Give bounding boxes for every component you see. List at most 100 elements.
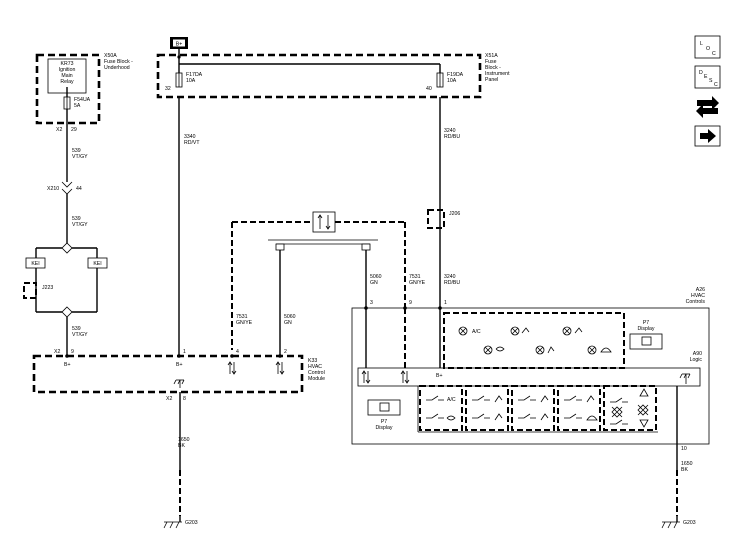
switch-ac-icon — [419, 385, 463, 431]
svg-text:B+: B+ — [436, 373, 443, 379]
svg-text:B+: B+ — [64, 362, 71, 368]
svg-text:1650: 1650 — [178, 437, 190, 443]
svg-text:B+: B+ — [176, 362, 183, 368]
svg-text:539: 539 — [72, 216, 81, 222]
svg-text:Ignition: Ignition — [59, 67, 76, 73]
fan-down-icon — [639, 419, 649, 428]
svg-text:BK: BK — [178, 443, 185, 449]
svg-text:X210: X210 — [47, 186, 59, 192]
svg-text:Underhood: Underhood — [104, 65, 130, 71]
connector-button[interactable] — [696, 96, 719, 118]
fan-up-icon — [639, 388, 649, 397]
svg-text:539: 539 — [72, 148, 81, 154]
svg-text:Fuse Block -: Fuse Block - — [104, 59, 133, 65]
svg-text:3: 3 — [370, 300, 373, 306]
svg-text:5060: 5060 — [284, 314, 296, 320]
loc-button[interactable]: L O C — [694, 35, 721, 59]
ground-g203-right-icon — [661, 516, 680, 529]
fan-icon — [611, 406, 623, 418]
svg-text:E: E — [704, 74, 708, 80]
svg-text:F17DA: F17DA — [186, 72, 203, 78]
svg-text:X2: X2 — [56, 127, 62, 133]
j223-icon — [23, 282, 37, 299]
arrow-icon[interactable] — [694, 125, 721, 147]
fuse-block-instrument-panel: F17DA 10A 32 F19DA 10A 40 X51A Fuse Bloc… — [156, 53, 510, 99]
svg-text:GN/YE: GN/YE — [409, 280, 426, 286]
mode-3-icon — [574, 327, 583, 334]
svg-text:F19DA: F19DA — [447, 72, 464, 78]
svg-text:A/C: A/C — [472, 329, 481, 335]
x210-connector-icon — [61, 181, 73, 188]
svg-text:O: O — [706, 46, 710, 52]
svg-text:VT/GY: VT/GY — [72, 332, 88, 338]
svg-text:G203: G203 — [185, 520, 198, 526]
svg-text:3340: 3340 — [184, 134, 196, 140]
svg-text:RD/BU: RD/BU — [444, 134, 460, 140]
svg-text:Display: Display — [637, 326, 654, 332]
svg-text:GN: GN — [370, 280, 378, 286]
svg-text:2: 2 — [284, 349, 287, 355]
svg-text:4: 4 — [236, 349, 239, 355]
svg-text:X51A: X51A — [485, 53, 498, 59]
a90-logic-board — [357, 367, 701, 387]
svg-text:KR73: KR73 — [61, 61, 74, 67]
svg-text:3240: 3240 — [444, 128, 456, 134]
serial-data-icon — [312, 211, 336, 233]
svg-text:10A: 10A — [186, 78, 196, 84]
p7-display-top-icon — [629, 333, 663, 350]
svg-text:VT/GY: VT/GY — [72, 222, 88, 228]
svg-text:P7: P7 — [381, 419, 387, 425]
svg-text:HVAC: HVAC — [308, 364, 322, 370]
k33-serial-arrows-icon — [227, 361, 285, 375]
svg-text:Control: Control — [308, 370, 325, 376]
serial-data-bus: 7531 GN/YE 5060 GN 5060 GN 7531 GN/YE — [231, 211, 426, 356]
switch-mode-2-icon — [511, 385, 555, 431]
svg-text:Relay: Relay — [60, 79, 74, 85]
splice-bottom-icon — [61, 306, 73, 318]
desc-button[interactable]: D E S C — [694, 65, 721, 89]
svg-text:Controls: Controls — [686, 299, 706, 305]
p7-display-bottom-icon — [367, 399, 401, 416]
svg-text:A90: A90 — [693, 351, 702, 357]
fan-2-icon — [637, 404, 649, 416]
svg-text:X50A: X50A — [104, 53, 117, 59]
svg-text:8: 8 — [183, 396, 186, 402]
svg-text:Module: Module — [308, 376, 325, 382]
svg-text:9: 9 — [409, 300, 412, 306]
connector-icon[interactable] — [697, 96, 719, 110]
wire-3240: 3240 RD/BU J206 3240 RD/BU — [427, 97, 460, 308]
svg-text:GN: GN — [284, 320, 292, 326]
svg-text:10: 10 — [681, 446, 687, 452]
fuse-block-underhood: KR73 Ignition Main Relay F54UA 5A X50A F… — [35, 53, 133, 133]
loc-icon[interactable] — [694, 35, 721, 59]
next-button[interactable] — [694, 125, 721, 147]
wire-3340: 3340 RD/VT — [178, 97, 200, 356]
battery-label: B+ — [176, 41, 183, 47]
svg-text:HVAC: HVAC — [691, 293, 705, 299]
switch-fan-icon — [603, 385, 657, 431]
svg-text:1: 1 — [444, 300, 447, 306]
ground-g203-left-icon — [163, 516, 182, 529]
wire-1650-left: 1650 BK G203 — [163, 392, 198, 529]
svg-text:F54UA: F54UA — [74, 97, 91, 103]
svg-text:Block -: Block - — [485, 65, 501, 71]
a26-ground-icon — [679, 373, 691, 384]
svg-text:RD/BU: RD/BU — [444, 280, 460, 286]
svg-text:1: 1 — [183, 349, 186, 355]
svg-text:A26: A26 — [696, 287, 705, 293]
svg-text:Display: Display — [375, 425, 392, 431]
desc-icon[interactable] — [694, 65, 721, 89]
switch-mode-icon — [465, 385, 509, 431]
battery-terminal: B+ — [170, 37, 188, 59]
svg-text:L: L — [700, 41, 703, 47]
switch-matrix: A/C — [417, 385, 658, 433]
svg-text:VT/GY: VT/GY — [72, 154, 88, 160]
a26-hvac-controls: A26 HVAC Controls 3 9 1 A/C — [351, 287, 710, 452]
svg-text:G203: G203 — [683, 520, 696, 526]
svg-text:539: 539 — [72, 326, 81, 332]
svg-text:Logic: Logic — [690, 357, 703, 363]
svg-text:3240: 3240 — [444, 274, 456, 280]
svg-text:9: 9 — [71, 349, 74, 355]
svg-text:C: C — [712, 51, 716, 57]
